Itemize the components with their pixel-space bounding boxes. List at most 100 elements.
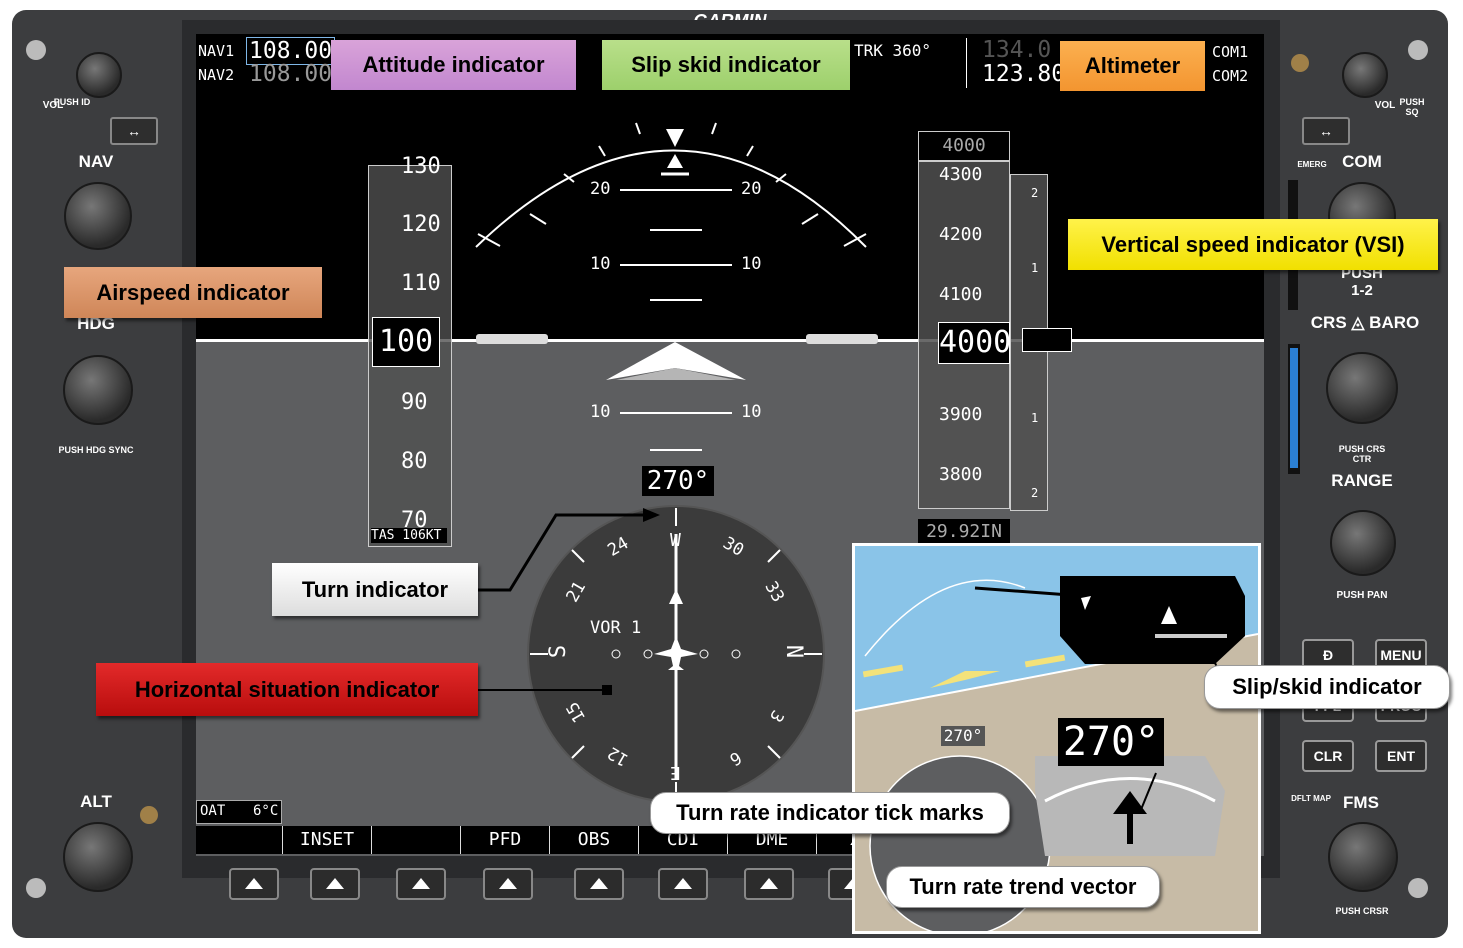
com-standby-frequency[interactable]: 134.0	[982, 37, 1052, 63]
hdg-knob[interactable]	[63, 355, 133, 425]
nav2-label: NAV2	[198, 66, 235, 84]
callout-turn-rate-vector: Turn rate trend vector	[886, 866, 1160, 908]
nav-source-label: VOR 1	[590, 618, 642, 638]
photocell-icon	[1291, 54, 1309, 72]
heading-readout: 270°	[642, 466, 714, 496]
range-label: RANGE	[1331, 471, 1393, 490]
push-hdg-sync-label: PUSH HDG SYNC	[58, 445, 134, 455]
callout-altimeter: Altimeter	[1060, 41, 1205, 91]
pitch-label: 10	[590, 254, 611, 274]
screw-icon	[1408, 878, 1428, 898]
photocell-icon	[140, 806, 158, 824]
com-active-frequency[interactable]: 123.80	[982, 61, 1066, 87]
softkey-button[interactable]	[574, 868, 624, 900]
softkey-button[interactable]	[396, 868, 446, 900]
push-pan-label: PUSH PAN	[1336, 590, 1388, 601]
horizon-line	[196, 339, 1264, 342]
true-airspeed: TAS 106KT	[371, 528, 447, 543]
fms-label: FMS	[1343, 793, 1379, 812]
ent-button[interactable]: ENT	[1375, 740, 1427, 772]
altitude-tick-label: 3900	[939, 404, 983, 425]
com-volume-knob[interactable]	[1342, 52, 1388, 98]
alt-knob[interactable]	[63, 822, 133, 892]
compass-cardinal: W	[670, 530, 681, 551]
screw-icon	[1408, 40, 1428, 60]
crs-baro-knob[interactable]	[1326, 352, 1398, 424]
com-label: COM	[1342, 152, 1382, 171]
softkey-button[interactable]	[310, 868, 360, 900]
callout-attitude: Attitude indicator	[331, 40, 576, 90]
nav1-label: NAV1	[198, 42, 235, 60]
callout-slip-skid: Slip skid indicator	[602, 40, 850, 90]
screw-icon	[26, 878, 46, 898]
emerg-label: EMERG	[1297, 160, 1327, 169]
airspeed-tick-label: 120	[401, 212, 441, 237]
range-joystick[interactable]	[1330, 510, 1396, 576]
nav-swap-button[interactable]: ↔	[110, 117, 158, 145]
pitch-label: 20	[590, 179, 611, 199]
crs-baro-label: CRS ◬ BARO	[1310, 313, 1420, 332]
vsi-tick-label: 2	[1031, 486, 1039, 500]
callout-slip-skid-inset: Slip/skid indicator	[1204, 665, 1450, 709]
push-crs-ctr-label: PUSH CRS CTR	[1338, 444, 1386, 464]
nav1-frequency[interactable]: 108.00	[246, 37, 336, 65]
inset-heading-readout: 270°	[1058, 718, 1164, 766]
vsi-tick-label: 1	[1031, 261, 1039, 275]
softkey-label-empty	[196, 826, 283, 854]
oat-box: OAT 6°C	[196, 800, 282, 824]
baro-setting[interactable]: 29.92IN	[918, 519, 1010, 545]
fms-knob[interactable]	[1328, 822, 1398, 892]
com-vol-label: VOL	[1374, 100, 1396, 111]
nav2-frequency[interactable]: 108.00	[249, 61, 333, 87]
screw-icon	[26, 40, 46, 60]
airspeed-tick-label: 80	[401, 449, 428, 474]
softkey-button[interactable]	[483, 868, 533, 900]
clr-button[interactable]: CLR	[1302, 740, 1354, 772]
hdg-label: HDG	[77, 314, 115, 333]
inset-heading-small: 270°	[941, 726, 985, 746]
com-swap-button[interactable]: ↔	[1302, 117, 1350, 145]
push-12-label: PUSH 1-2	[1341, 265, 1383, 299]
softkey-button[interactable]	[229, 868, 279, 900]
airspeed-tick-label: 90	[401, 390, 428, 415]
push-id-label: PUSH ID	[53, 97, 91, 107]
attitude-indicator	[475, 122, 878, 451]
alt-label: ALT	[80, 792, 112, 811]
crs-slider-fill	[1290, 348, 1298, 468]
softkey-button[interactable]	[744, 868, 794, 900]
vsi-pointer	[1022, 328, 1072, 352]
callout-hsi: Horizontal situation indicator	[96, 663, 478, 716]
callout-vsi: Vertical speed indicator (VSI)	[1068, 219, 1438, 270]
altitude-readout: 4000	[938, 322, 1011, 364]
altitude-tick-label: 4100	[939, 284, 983, 305]
compass-cardinal: E	[670, 762, 681, 783]
pitch-label: 10	[741, 254, 762, 274]
softkey-label-pfd: PFD	[461, 826, 550, 854]
callout-turn: Turn indicator	[272, 563, 478, 616]
softkey-button[interactable]	[658, 868, 708, 900]
softkey-label-obs: OBS	[550, 826, 639, 854]
dflt-map-label: DFLT MAP	[1291, 794, 1331, 803]
nav-volume-knob[interactable]	[76, 52, 122, 98]
com-divider	[966, 38, 967, 88]
oat-label: OAT	[200, 803, 226, 819]
push-crsr-label: PUSH CRSR	[1335, 906, 1389, 916]
pitch-label: 10	[590, 402, 611, 422]
selected-altitude[interactable]: 4000	[918, 131, 1010, 161]
com1-label: COM1	[1212, 43, 1249, 61]
pitch-label: 20	[741, 179, 762, 199]
pitch-label: 10	[741, 402, 762, 422]
airspeed-readout: 100	[372, 317, 440, 367]
com2-label: COM2	[1212, 67, 1249, 85]
callout-airspeed: Airspeed indicator	[64, 267, 322, 318]
altitude-tick-label: 3800	[939, 464, 983, 485]
callout-turn-rate-ticks: Turn rate indicator tick marks	[650, 792, 1010, 834]
airspeed-tick-label: 110	[401, 271, 441, 296]
compass-cardinal: N	[781, 644, 807, 659]
softkey-label-inset: INSET	[283, 826, 372, 854]
nav-label: NAV	[78, 152, 114, 171]
nav-vol-label: VOL	[42, 100, 64, 111]
oat-value: 6°C	[253, 803, 279, 819]
vsi-tick-label: 2	[1031, 186, 1039, 200]
nav-knob[interactable]	[64, 182, 132, 250]
